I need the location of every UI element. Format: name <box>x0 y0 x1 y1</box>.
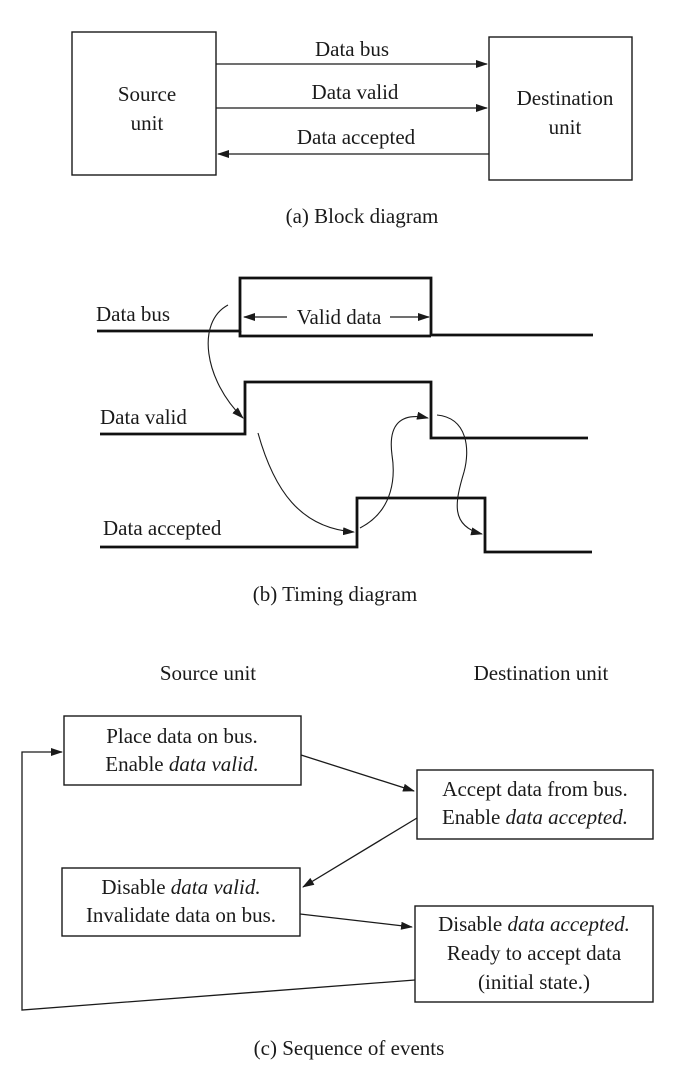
causality-curve-accepted-to-valid-drop <box>359 411 429 529</box>
sequence-diagram-caption: (c) Sequence of events <box>254 1036 445 1060</box>
source-unit-column-header: Source unit <box>160 661 256 685</box>
timing-diagram: Data bus Valid data Data valid Data acce… <box>96 276 593 606</box>
destination-unit-box <box>488 36 633 181</box>
destination-unit-label-line1: Destination <box>517 86 614 110</box>
timing-data-valid-label: Data valid <box>100 405 187 429</box>
arrow-accept-to-disable-valid <box>302 817 418 888</box>
timing-data-accepted-label: Data accepted <box>103 516 222 540</box>
block-diagram-caption: (a) Block diagram <box>286 204 439 228</box>
arrow-disable-valid-to-disable-accepted <box>299 913 413 930</box>
disable-accepted-line1: Disable data accepted. <box>438 912 630 936</box>
place-data-line2: Enable data valid. <box>105 752 258 776</box>
timing-diagram-caption: (b) Timing diagram <box>253 582 418 606</box>
source-unit-label-line1: Source <box>118 82 176 106</box>
sequence-diagram: Source unit Destination unit Place data … <box>21 661 654 1060</box>
disable-valid-line2: Invalidate data on bus. <box>86 903 276 927</box>
data-valid-label: Data valid <box>312 80 399 104</box>
causality-curve-bus-to-valid <box>207 304 244 419</box>
accept-data-line1: Accept data from bus. <box>442 777 627 801</box>
place-data-line1: Place data on bus. <box>106 724 258 748</box>
accept-data-box <box>416 769 654 840</box>
data-bus-waveform <box>97 276 593 337</box>
disable-accepted-line2: Ready to accept data <box>447 941 622 965</box>
valid-data-label: Valid data <box>297 305 382 329</box>
data-accepted-waveform <box>100 496 592 554</box>
data-accepted-label: Data accepted <box>297 125 416 149</box>
disable-accepted-line3: (initial state.) <box>478 970 590 994</box>
data-bus-waveform-low-rail <box>238 331 431 338</box>
disable-valid-line1: Disable data valid. <box>101 875 260 899</box>
destination-unit-label-line2: unit <box>549 115 582 139</box>
disable-accepted-box <box>414 905 654 1003</box>
block-diagram: Source unit Destination unit Data bus Da… <box>71 31 633 228</box>
source-unit-label-line2: unit <box>131 111 164 135</box>
accept-data-line2: Enable data accepted. <box>442 805 628 829</box>
data-valid-waveform <box>100 380 588 440</box>
causality-curve-valid-to-accepted <box>257 432 355 536</box>
place-data-box <box>63 715 302 786</box>
destination-unit-column-header: Destination unit <box>474 661 609 685</box>
data-bus-label: Data bus <box>315 37 389 61</box>
timing-data-bus-label: Data bus <box>96 302 170 326</box>
disable-valid-box <box>61 867 301 937</box>
arrow-loop-back-to-start <box>21 748 416 1011</box>
source-unit-box <box>71 31 217 176</box>
causality-curve-valid-drop-to-accepted-drop <box>436 414 483 536</box>
arrow-place-to-accept <box>300 754 415 792</box>
